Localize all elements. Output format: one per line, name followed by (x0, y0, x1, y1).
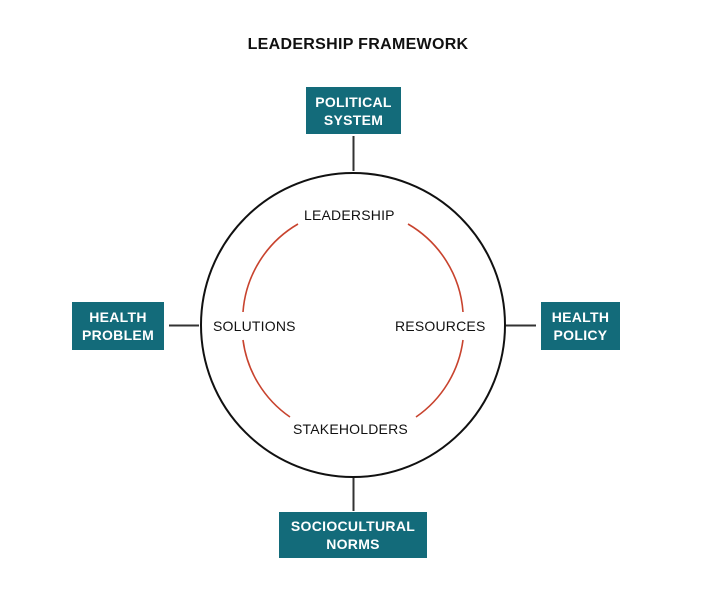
node-solutions: SOLUTIONS (213, 318, 296, 334)
box-health-problem-line1: HEALTH (89, 309, 147, 325)
box-political-system-line1: POLITICAL (315, 93, 392, 110)
inner-arc-top-right (407, 223, 464, 313)
outer-circle (200, 172, 506, 478)
box-political-system: POLITICAL SYSTEM (306, 87, 401, 134)
box-political-system-line2: SYSTEM (323, 111, 384, 128)
node-resources: RESOURCES (395, 318, 486, 334)
node-leadership: LEADERSHIP (304, 207, 395, 223)
box-health-policy-line2: POLICY (553, 327, 608, 343)
inner-arc-top-left (242, 223, 299, 313)
box-sociocultural-norms-line1: SOCIOCULTURAL (290, 518, 416, 534)
box-health-policy: HEALTH POLICY (541, 302, 620, 350)
box-sociocultural-norms: SOCIOCULTURAL NORMS (279, 512, 427, 558)
inner-arc-bottom-left (242, 339, 291, 418)
node-stakeholders: STAKEHOLDERS (293, 421, 408, 437)
box-health-policy-line1: HEALTH (551, 309, 610, 325)
inner-arc-bottom-right (415, 339, 464, 418)
box-health-problem: HEALTH PROBLEM (72, 302, 164, 350)
box-health-problem-line2: PROBLEM (81, 327, 155, 343)
box-sociocultural-norms-line2: NORMS (326, 536, 380, 552)
diagram-title: LEADERSHIP FRAMEWORK (247, 36, 469, 53)
